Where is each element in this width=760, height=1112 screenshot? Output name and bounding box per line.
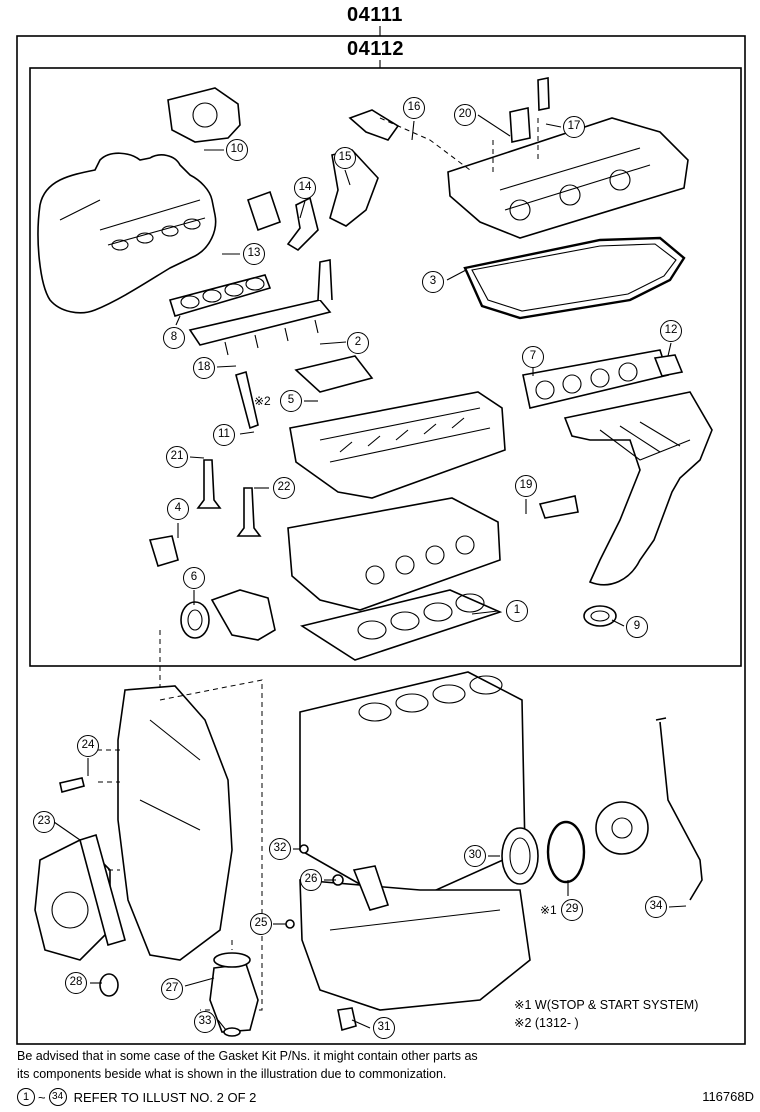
- oil-control-valve: [246, 190, 282, 232]
- cylinder-head-cover: [447, 117, 689, 239]
- cam-sensor: [286, 196, 319, 252]
- leader-lines: [53, 114, 687, 1031]
- cylinder-head: [287, 497, 501, 611]
- water-outlet: [210, 589, 276, 641]
- range-start-callout: 1: [17, 1088, 35, 1106]
- callout-34[interactable]: 34: [645, 896, 667, 918]
- assembly-number: 04111: [347, 4, 403, 26]
- callout-15[interactable]: 15: [334, 147, 356, 169]
- callout-19[interactable]: 19: [515, 475, 537, 497]
- callout-22[interactable]: 22: [273, 477, 295, 499]
- water-pump-gasket: [79, 833, 126, 946]
- callout-12[interactable]: 12: [660, 320, 682, 342]
- intake-manifold: [37, 152, 217, 314]
- oil-filler-cap: [509, 107, 531, 143]
- callout-31[interactable]: 31: [373, 1017, 395, 1039]
- outer-frame: [16, 35, 746, 1045]
- camshaft-housing: [289, 391, 506, 499]
- callout-2[interactable]: 2: [347, 332, 369, 354]
- fuel-rail: [188, 259, 333, 356]
- callout-28[interactable]: 28: [65, 972, 87, 994]
- callout-11[interactable]: 11: [213, 424, 235, 446]
- plug-washer: [299, 844, 309, 854]
- legend-note-1: ※1 W(STOP & START SYSTEM): [514, 998, 699, 1012]
- refer-text: REFER TO ILLUST NO. 2 OF 2: [73, 1089, 257, 1105]
- callout-6[interactable]: 6: [183, 567, 205, 589]
- sensor-plug: [538, 495, 579, 519]
- notice-line-2: its components beside what is shown in t…: [17, 1067, 447, 1081]
- oil-pressure-sensor: [352, 865, 390, 911]
- callout-32[interactable]: 32: [269, 838, 291, 860]
- exhaust-manifold: [563, 391, 713, 586]
- callout-26[interactable]: 26: [300, 869, 322, 891]
- notice-line-1: Be advised that in some case of the Gask…: [17, 1049, 478, 1063]
- callout-8[interactable]: 8: [163, 327, 185, 349]
- callout-16[interactable]: 16: [403, 97, 425, 119]
- crank-seal: [99, 973, 119, 997]
- oil-pan: [299, 879, 531, 1011]
- bolt: [59, 777, 85, 793]
- throttle-bracket: [294, 355, 374, 393]
- callout-5[interactable]: 5: [280, 390, 302, 412]
- callout-10[interactable]: 10: [226, 139, 248, 161]
- callout-29[interactable]: 29: [561, 899, 583, 921]
- callout-13[interactable]: 13: [243, 243, 265, 265]
- flywheel: [595, 801, 649, 855]
- oil-dipstick: [659, 721, 703, 901]
- cover-bolt: [537, 77, 550, 111]
- marker-part29: ※1: [540, 903, 557, 917]
- callout-3[interactable]: 3: [422, 271, 444, 293]
- exhaust-pipe-gasket: [583, 605, 617, 627]
- timing-chain-cover: [117, 685, 233, 961]
- callout-21[interactable]: 21: [166, 446, 188, 468]
- range-separator: ~: [38, 1089, 46, 1105]
- pcv-valve: [348, 109, 400, 141]
- exhaust-manifold-gasket: [522, 349, 670, 409]
- callout-30[interactable]: 30: [464, 845, 486, 867]
- callout-27[interactable]: 27: [161, 978, 183, 1000]
- rear-oil-seal-retainer: [546, 820, 586, 884]
- callout-7[interactable]: 7: [522, 346, 544, 368]
- intake-valve: [196, 459, 222, 509]
- callout-33[interactable]: 33: [194, 1011, 216, 1033]
- callout-17[interactable]: 17: [563, 116, 585, 138]
- camshaft-oil-seal: [180, 601, 210, 639]
- cylinder-head-gasket: [299, 589, 503, 661]
- throttle-body: [167, 87, 241, 143]
- fuel-injector: [235, 370, 259, 430]
- callout-1[interactable]: 1: [506, 600, 528, 622]
- drain-washer: [223, 1027, 241, 1037]
- marker-part5: ※2: [254, 394, 271, 408]
- rear-oil-seal: [501, 827, 539, 885]
- vvt-solenoid: [329, 149, 379, 227]
- callout-23[interactable]: 23: [33, 811, 55, 833]
- legend-note-2: ※2 (1312- ): [514, 1016, 579, 1030]
- range-end-callout: 34: [48, 1088, 67, 1106]
- bracket: [148, 535, 179, 567]
- head-cover-gasket: [463, 236, 686, 320]
- callout-14[interactable]: 14: [294, 177, 316, 199]
- callout-24[interactable]: 24: [77, 735, 99, 757]
- kit-number: 04112: [347, 38, 405, 60]
- oil-filter-housing: [209, 952, 259, 1033]
- callout-4[interactable]: 4: [167, 498, 189, 520]
- footer-reference: 1 ~ 34 REFER TO ILLUST NO. 2 OF 2: [17, 1088, 256, 1106]
- intake-manifold-gasket: [168, 274, 272, 317]
- callout-25[interactable]: 25: [250, 913, 272, 935]
- callout-20[interactable]: 20: [454, 104, 476, 126]
- illustration-id: 116768D: [702, 1089, 754, 1104]
- drain-gasket: [285, 919, 295, 929]
- callout-9[interactable]: 9: [626, 616, 648, 638]
- cylinder-block: [299, 671, 526, 896]
- callout-18[interactable]: 18: [193, 357, 215, 379]
- oil-plug: [337, 1007, 357, 1032]
- kit-frame: [29, 67, 742, 667]
- exhaust-valve: [236, 487, 262, 537]
